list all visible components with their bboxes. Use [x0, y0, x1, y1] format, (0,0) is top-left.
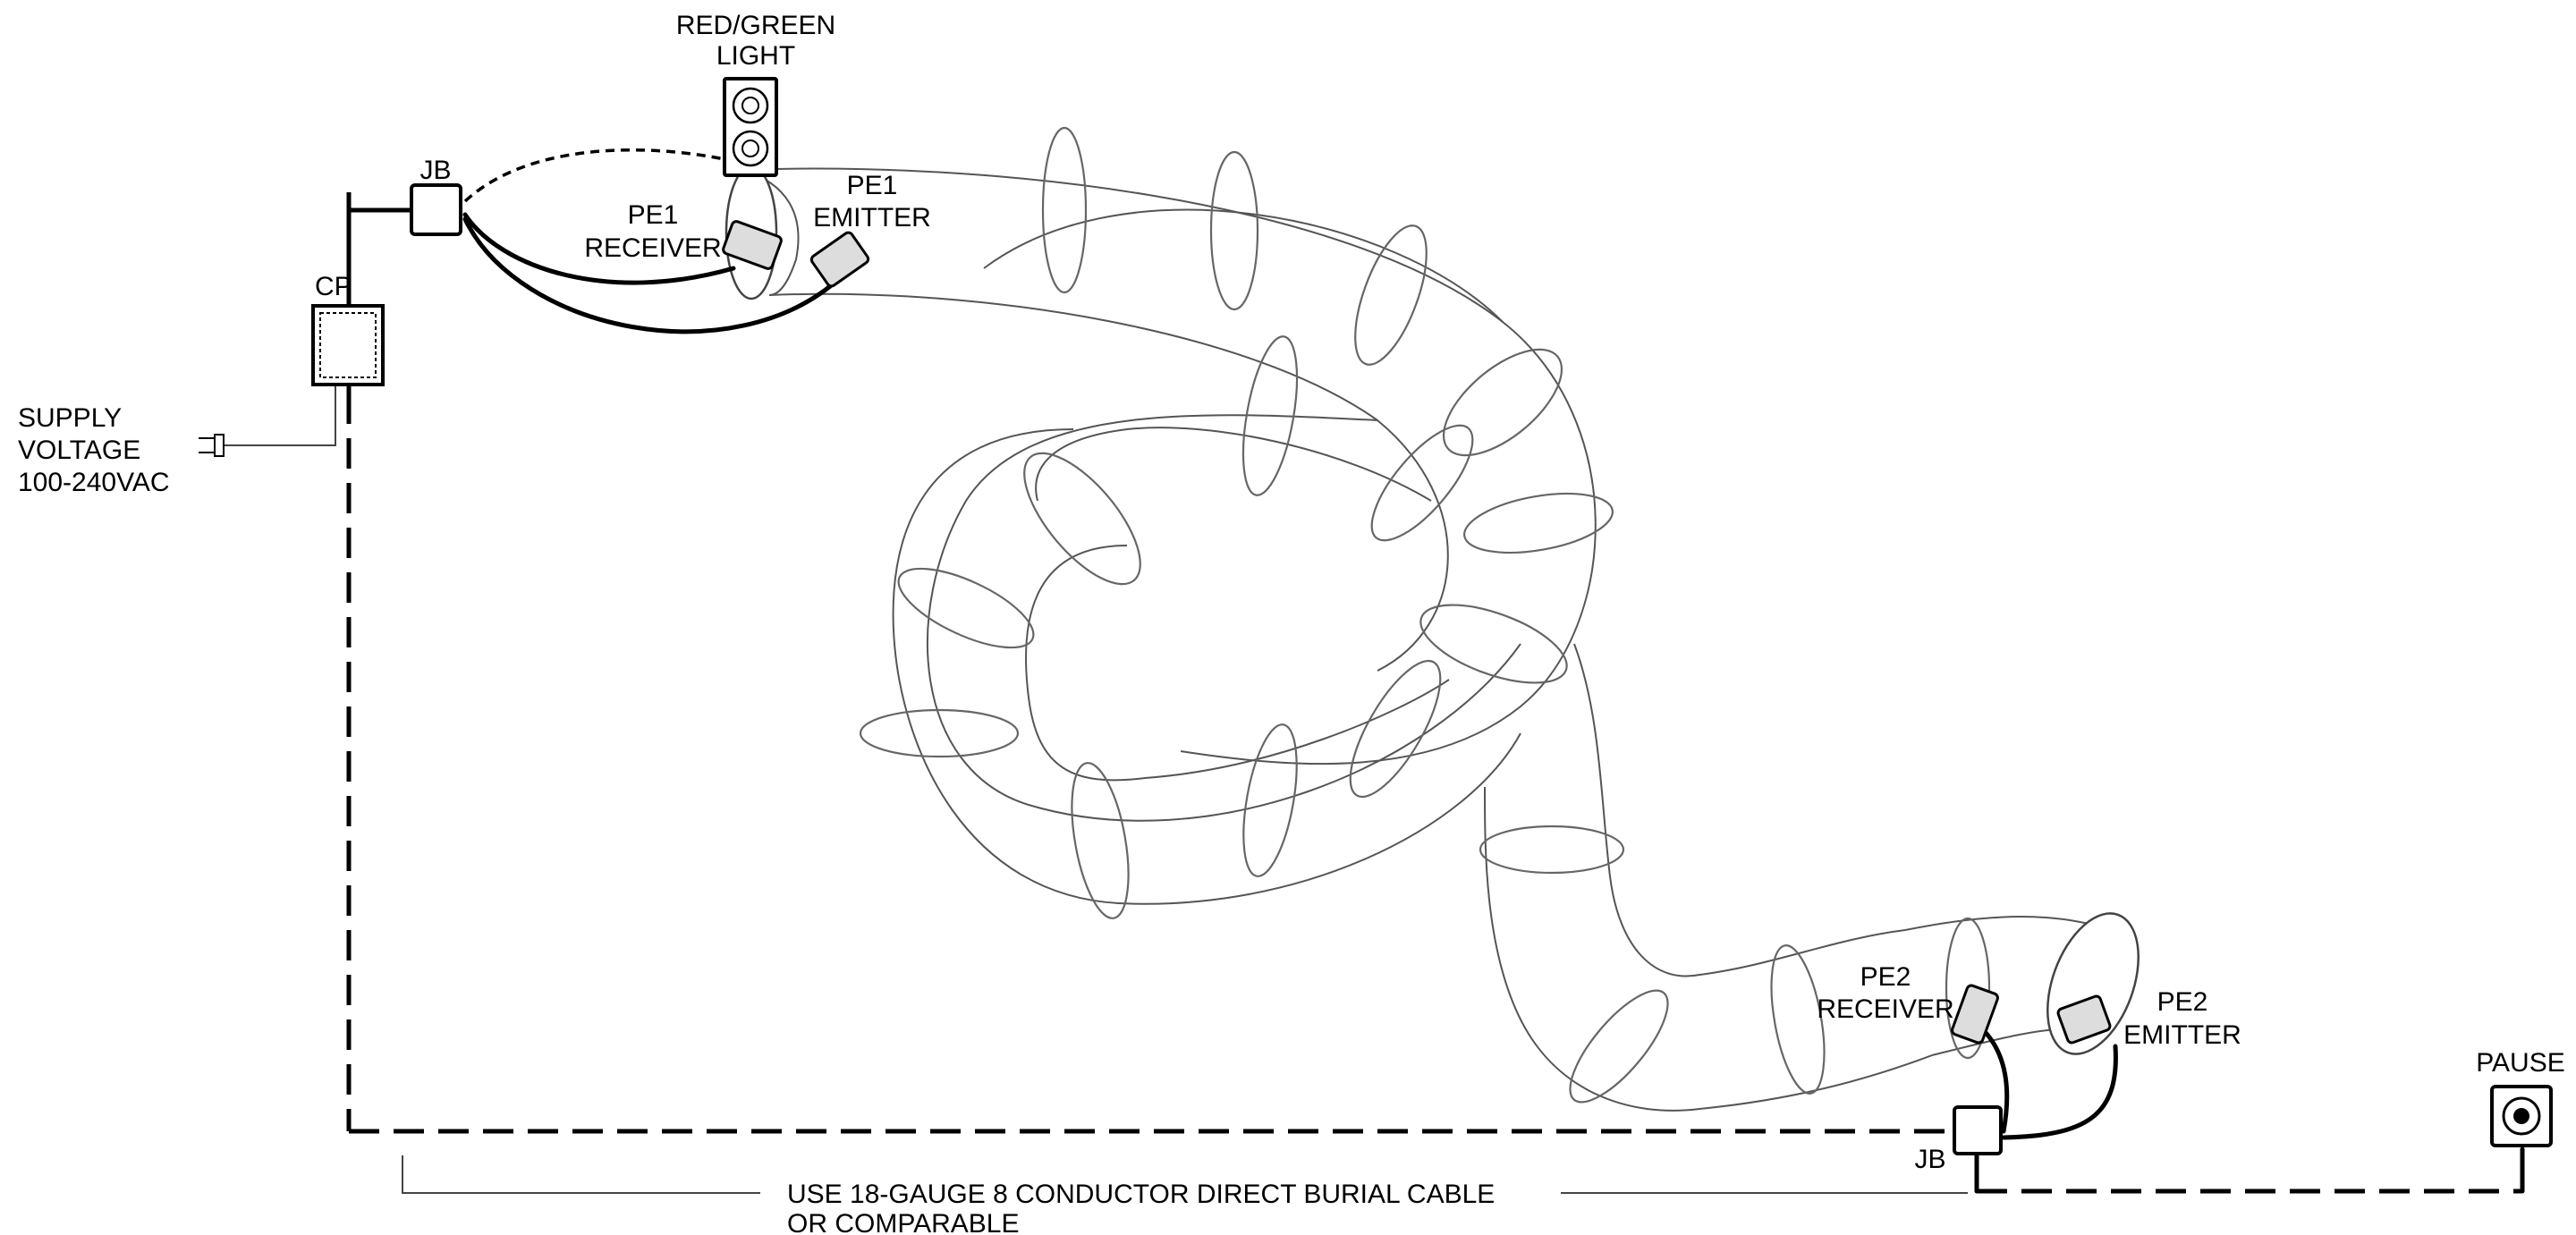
pe1-emitter-label-2: EMITTER [813, 203, 931, 233]
pe1-emitter-label-1: PE1 [847, 171, 898, 200]
pause-label: PAUSE [2476, 1048, 2564, 1078]
cable-note-line-1: USE 18-GAUGE 8 CONDUCTOR DIRECT BURIAL C… [787, 1180, 1495, 1209]
tube-rings [859, 126, 1991, 1104]
wire-jb-to-pe2-emitter [2001, 1044, 2118, 1140]
pe1-receiver-label-2: RECEIVER [584, 233, 721, 263]
jb-top-label: JB [419, 156, 451, 185]
pe2-emitter-label-1: PE2 [2157, 987, 2208, 1017]
pe1-receiver [722, 220, 783, 270]
plug-line [224, 383, 336, 446]
supply-label-1: SUPPLY [18, 403, 122, 433]
pe2-receiver [1951, 984, 1999, 1045]
red-green-light [723, 77, 778, 177]
wire-jb-to-pe1-receiver [462, 212, 736, 285]
pe2-receiver-label-1: PE2 [1860, 962, 1911, 992]
pe1-receiver-label-1: PE1 [628, 200, 679, 230]
junction-box-top [410, 183, 462, 236]
wire-jb-to-light [463, 148, 725, 203]
traffic-light-icon [732, 87, 769, 167]
red-green-light-label-1: RED/GREEN [676, 11, 835, 40]
note-leader-left [402, 1155, 760, 1194]
jb-bottom-label: JB [1914, 1145, 1945, 1174]
wire-jb-to-pe1-emitter [462, 216, 843, 334]
supply-label-2: VOLTAGE [18, 436, 140, 465]
supply-label-3: 100-240VAC [18, 468, 170, 497]
pe2-emitter-label-2: EMITTER [2123, 1020, 2241, 1050]
control-panel [311, 304, 385, 386]
pe2-emitter [2056, 994, 2112, 1045]
pe2-receiver-label-2: RECEIVER [1817, 994, 1953, 1024]
junction-box-bottom [1953, 1105, 2003, 1155]
power-plug-icon [199, 434, 225, 457]
red-green-light-label-2: LIGHT [716, 41, 795, 71]
control-panel-icon [311, 304, 385, 386]
cable-note-line-2: OR COMPARABLE [787, 1209, 1020, 1235]
junction-box-icon [410, 183, 462, 236]
cp-label: CP [315, 272, 352, 301]
pause-button [2490, 1085, 2553, 1147]
cable-cp-to-jb [346, 207, 414, 307]
pe1-emitter [809, 231, 870, 288]
